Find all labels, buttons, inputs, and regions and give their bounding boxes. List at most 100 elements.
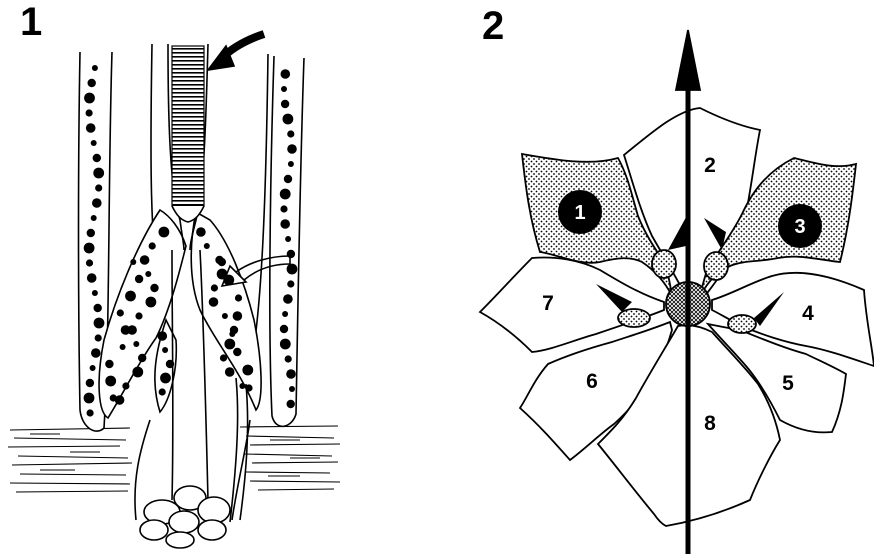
- stipple-dot: [223, 275, 234, 286]
- stipple-dot: [125, 291, 136, 302]
- stipple-dot: [86, 379, 94, 387]
- stipple-dot: [140, 255, 150, 265]
- stipple-dot: [84, 243, 95, 254]
- stipple-dot: [91, 140, 97, 146]
- stipple-dot: [95, 184, 102, 191]
- stipple-dot: [93, 168, 104, 179]
- stipple-dot: [88, 79, 96, 87]
- stipple-dot: [196, 227, 206, 237]
- stipple-dot: [280, 205, 287, 212]
- stipple-dot: [287, 144, 297, 154]
- figure-2-drawing: [480, 30, 874, 554]
- stipple-dot: [233, 348, 241, 356]
- stipple-dot: [87, 409, 94, 416]
- stipple-dot: [86, 259, 93, 266]
- stipple-dot: [133, 341, 139, 347]
- figure-1-drawing: [8, 34, 340, 548]
- stipple-dot: [92, 290, 98, 296]
- stipple-dot: [283, 114, 294, 125]
- stipple-dot: [86, 123, 96, 133]
- stipple-dot: [87, 229, 95, 237]
- stipple-dot: [287, 280, 294, 287]
- stipple-dot: [239, 383, 245, 389]
- stipple-dot: [280, 219, 290, 229]
- axis-arrowhead: [676, 30, 700, 90]
- stipple-dot: [204, 243, 210, 249]
- stipple-dot: [281, 100, 289, 108]
- stipple-dot: [159, 227, 170, 238]
- right-inner-cell: [191, 212, 261, 410]
- stipple-dot: [282, 311, 288, 317]
- segment-label-7: 7: [542, 292, 554, 315]
- segment-label-3: 3: [794, 216, 805, 238]
- segment-label-4: 4: [802, 302, 814, 325]
- stipple-dot: [150, 284, 158, 292]
- stipple-dot: [233, 311, 243, 321]
- segment-label-8: 8: [704, 412, 716, 435]
- stipple-dot: [280, 325, 288, 333]
- stipple-dot: [281, 69, 291, 79]
- segment-label-5: 5: [782, 372, 794, 395]
- stipple-dot: [245, 384, 252, 391]
- stipple-dot: [220, 354, 227, 361]
- segment-label-6: 6: [586, 370, 598, 393]
- stipple-dot: [92, 198, 102, 208]
- stipple-dot: [149, 242, 156, 249]
- stipple-dot: [122, 382, 129, 389]
- stipple-dot: [287, 130, 294, 137]
- stipple-dot: [110, 394, 117, 401]
- ground-texture: [8, 426, 340, 492]
- stipple-dot: [94, 318, 105, 329]
- stipple-dot: [138, 354, 146, 362]
- stipple-dot: [285, 236, 291, 242]
- stipple-dot: [211, 284, 218, 291]
- stipple-dot: [135, 275, 143, 283]
- stipple-dot: [90, 365, 96, 371]
- stipple-dot: [280, 339, 291, 350]
- stipple-dot: [281, 86, 287, 92]
- stipple-dot: [120, 344, 126, 350]
- stipple-dot: [222, 313, 228, 319]
- stipple-dot: [280, 189, 291, 200]
- stipple-dot: [132, 367, 143, 378]
- stipple-dot: [287, 264, 298, 275]
- lobe-near-1: [652, 250, 676, 278]
- stipple-dot: [288, 161, 294, 167]
- segment-label-2: 2: [704, 154, 716, 177]
- stipple-dot: [225, 367, 235, 377]
- stipple-dot: [224, 339, 235, 350]
- stipple-dot: [160, 373, 171, 384]
- stipple-dot: [105, 376, 116, 387]
- stipple-dot: [94, 304, 102, 312]
- stipple-dot: [229, 331, 235, 337]
- stipple-dot: [135, 312, 142, 319]
- segment-2-shape: [624, 108, 760, 296]
- stipple-dot: [289, 386, 295, 392]
- stipple-dot: [91, 348, 101, 358]
- stipple-dot: [95, 334, 102, 341]
- stipple-dot: [218, 258, 226, 266]
- stipple-dot: [93, 154, 101, 162]
- stipple-dot: [158, 331, 168, 341]
- stipple-dot: [145, 271, 151, 277]
- stipple-dot: [117, 309, 124, 316]
- stipple-dot: [166, 360, 174, 368]
- stipple-dot: [87, 273, 97, 283]
- stipple-dot: [284, 175, 292, 183]
- stipple-dot: [146, 297, 157, 308]
- stipple-dot: [121, 325, 131, 335]
- stipple-dot: [84, 93, 95, 104]
- stipple-dot: [287, 250, 295, 258]
- stipple-dot: [86, 109, 93, 116]
- stipple-dot: [162, 347, 168, 353]
- stipple-dot: [283, 294, 293, 304]
- lobe-near-7: [618, 309, 650, 327]
- stipple-dot: [130, 259, 136, 265]
- stipple-dot: [105, 360, 113, 368]
- stipple-dot: [209, 297, 219, 307]
- stipple-dot: [287, 400, 295, 408]
- stipple-dot: [235, 294, 242, 301]
- segment-label-1: 1: [574, 202, 585, 224]
- basal-cell-cluster: [140, 486, 230, 548]
